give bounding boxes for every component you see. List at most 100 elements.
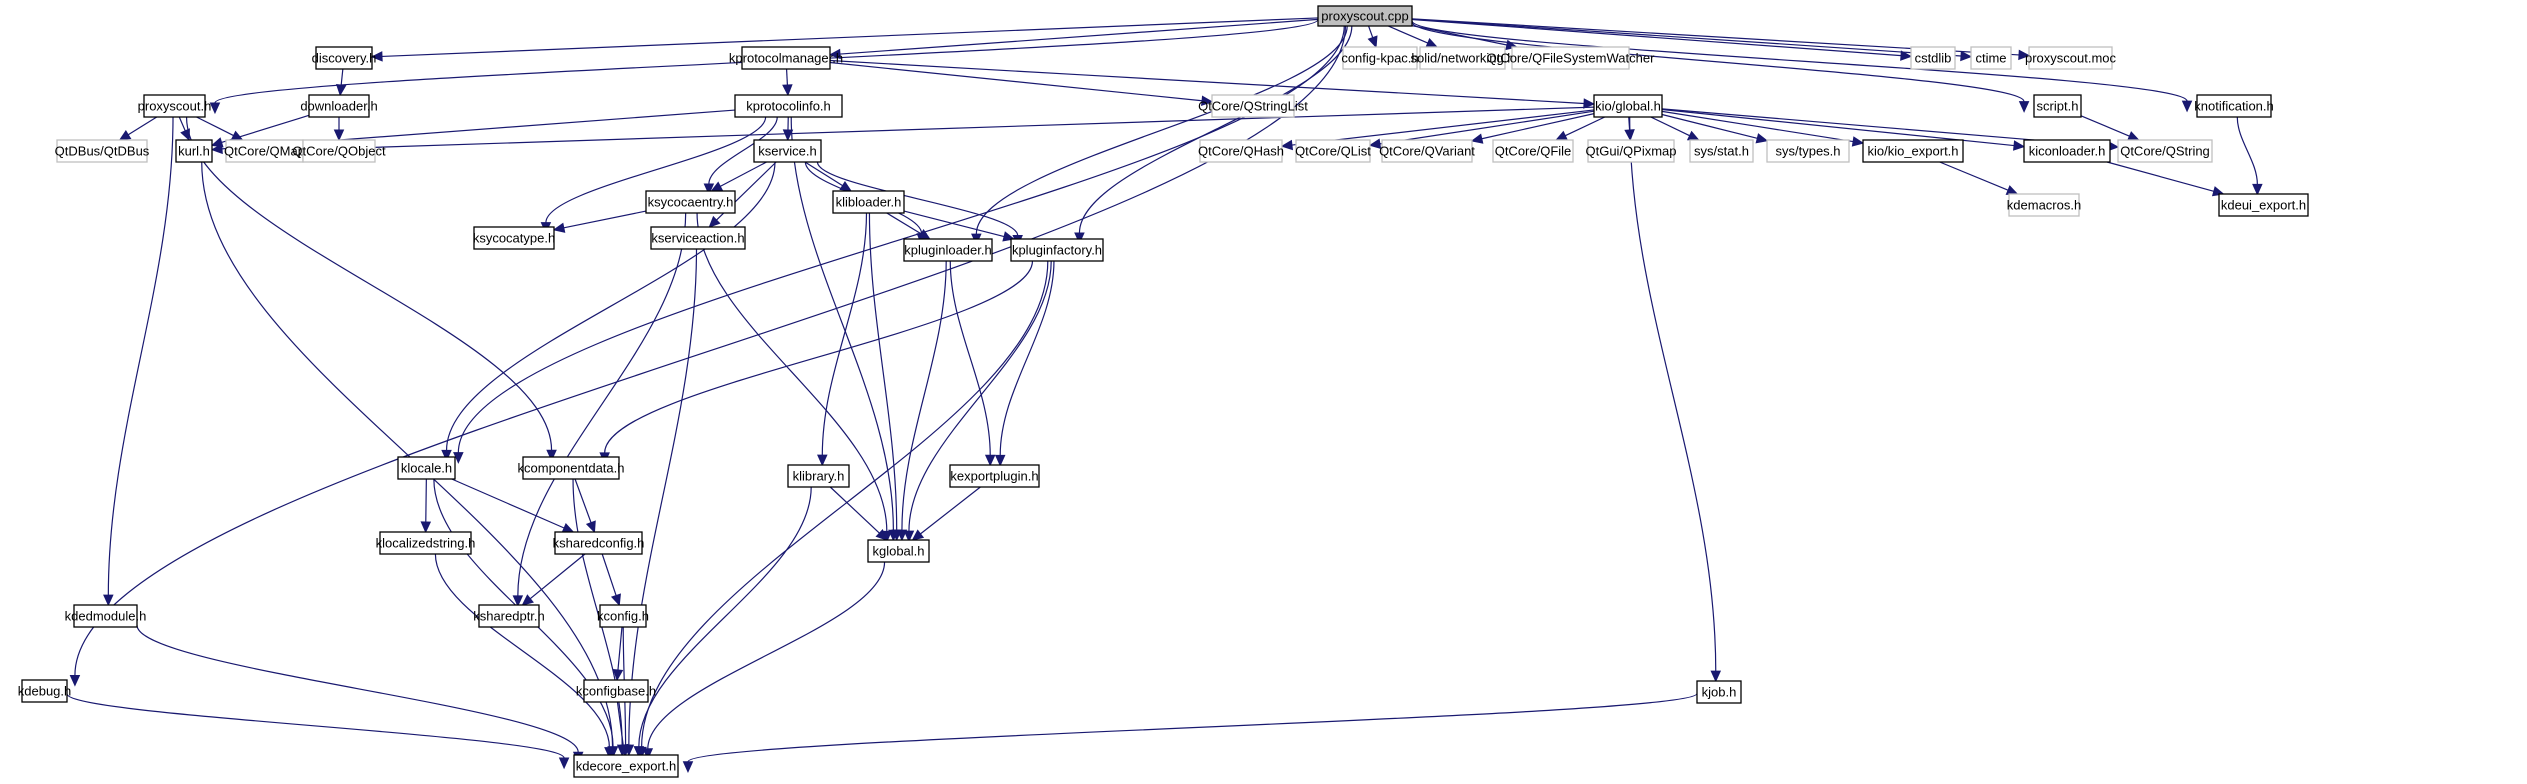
edge-line xyxy=(529,553,586,600)
node-label: QtCore/QObject xyxy=(292,144,386,159)
edge-kio_global_h-to-sys_stat_h xyxy=(1650,116,1700,141)
node-box xyxy=(1211,94,1295,118)
edge-kpluginfactory_h-to-kdecore_export_h xyxy=(636,260,1049,759)
node-klocalizedstring-h[interactable]: klocalizedstring.h xyxy=(376,531,476,555)
node-label: config-kpac.h xyxy=(1341,51,1418,66)
node-kdecore-export-h[interactable]: kdecore_export.h xyxy=(573,754,679,778)
node-proxyscout-h[interactable]: proxyscout.h xyxy=(138,94,212,118)
edge-klocale_h-to-ksharedconfig_h xyxy=(451,478,575,533)
edge-kjob_h-to-kdecore_export_h xyxy=(682,692,1698,774)
edge-kpluginfactory_h-to-kglobal_h xyxy=(903,260,1052,543)
edge-kpluginfactory_h-to-kexportplugin_h xyxy=(994,260,1055,467)
edge-line xyxy=(790,116,894,531)
edge-line xyxy=(604,260,1034,453)
node-kconfigbase-h[interactable]: kconfigbase.h xyxy=(576,679,656,703)
arrowhead-icon xyxy=(617,743,629,757)
arrowhead-icon xyxy=(558,757,570,770)
arrowhead-icon xyxy=(633,746,645,758)
node-label: QtCore/QHash xyxy=(1198,144,1284,159)
node-kexportplugin-h[interactable]: kexportplugin.h xyxy=(949,464,1040,488)
node-kdedmodule-h[interactable]: kdedmodule.h xyxy=(65,604,147,628)
edge-line xyxy=(901,260,947,531)
edge-proxyscout_cpp-to-klocale_h xyxy=(453,25,1345,464)
node-kpluginloader-h[interactable]: kpluginloader.h xyxy=(903,238,993,262)
node-kserviceaction-h[interactable]: kserviceaction.h xyxy=(650,226,746,250)
edge-proxyscout_cpp-to-ctime xyxy=(1411,18,1973,62)
node-label: kdemacros.h xyxy=(2007,198,2081,213)
edge-kio_global_h-to-sys_types_h xyxy=(1661,113,1769,144)
edge-kglobal_h-to-kdecore_export_h xyxy=(642,561,886,761)
edge-kconfigbase_h-to-kdecore_export_h xyxy=(616,701,629,757)
node-proxyscout-cpp[interactable]: proxyscout.cpp xyxy=(1317,5,1413,27)
node-klibloader-h[interactable]: klibloader.h xyxy=(832,190,905,214)
node-ksharedptr-h[interactable]: ksharedptr.h xyxy=(473,604,545,628)
edge-script_h-to-qstring xyxy=(2080,115,2140,141)
node-kdebug-h[interactable]: kdebug.h xyxy=(18,679,72,703)
node-sys-stat-h: sys/stat.h xyxy=(1689,139,1754,163)
arrowhead-icon xyxy=(1900,50,1913,61)
arrowhead-icon xyxy=(335,84,347,97)
node-kio-global-h[interactable]: kio/global.h xyxy=(1593,94,1663,118)
node-label: klocalizedstring.h xyxy=(376,536,476,551)
edge-discovery_h-to-downloader_h xyxy=(335,68,347,97)
node-label: sys/types.h xyxy=(1775,144,1840,159)
node-ksharedconfig-h[interactable]: ksharedconfig.h xyxy=(553,531,645,555)
node-qstring: QtCore/QString xyxy=(2117,139,2213,163)
node-label: kiconloader.h xyxy=(2029,144,2106,159)
node-kjob-h[interactable]: kjob.h xyxy=(1696,680,1742,704)
arrowhead-icon xyxy=(1367,35,1378,49)
edge-kio_global_h-to-kjob_h xyxy=(1629,116,1722,683)
node-downloader-h[interactable]: downloader.h xyxy=(300,94,378,118)
edge-klibrary_h-to-kdecore_export_h xyxy=(633,486,812,758)
node-label: cstdlib xyxy=(1915,51,1952,66)
node-kprotocolmanager-h[interactable]: kprotocolmanager.h xyxy=(729,46,843,70)
node-discovery-h[interactable]: discovery.h xyxy=(312,46,377,70)
node-knotification-h[interactable]: knotification.h xyxy=(2194,94,2274,118)
edge-line xyxy=(1939,161,2009,191)
node-box xyxy=(302,139,376,163)
node-script-h[interactable]: script.h xyxy=(2033,94,2082,118)
node-kiconloader-h[interactable]: kiconloader.h xyxy=(2023,139,2111,163)
node-box xyxy=(1342,46,1418,70)
node-box xyxy=(903,238,993,262)
edge-line xyxy=(804,161,843,187)
node-klibrary-h[interactable]: klibrary.h xyxy=(787,464,850,488)
edge-kdebug_h-to-kdecore_export_h xyxy=(66,693,570,770)
node-label: kconfig.h xyxy=(597,609,649,624)
edge-line xyxy=(903,210,1005,238)
arrowhead-icon xyxy=(994,454,1006,467)
node-kprotocolinfo-h[interactable]: kprotocolinfo.h xyxy=(734,94,843,118)
arrowhead-icon xyxy=(1583,98,1596,109)
node-kservice-h[interactable]: kservice.h xyxy=(753,139,822,163)
node-label: QtCore/QFileSystemWatcher xyxy=(1487,51,1656,66)
node-ksycocatype-h[interactable]: ksycocatype.h xyxy=(473,226,555,250)
node-label: QtCore/QFile xyxy=(1495,144,1572,159)
edge-ksycocaentry_h-to-ksharedptr_h xyxy=(512,212,687,608)
node-ksycocaentry-h[interactable]: ksycocaentry.h xyxy=(645,190,736,214)
node-kcomponentdata-h[interactable]: kcomponentdata.h xyxy=(518,456,625,480)
arrowhead-icon xyxy=(585,520,596,534)
node-box xyxy=(1593,94,1663,118)
node-kdeui-export-h[interactable]: kdeui_export.h xyxy=(2218,193,2309,217)
node-qtdbus: QtDBus/QtDBus xyxy=(55,139,150,163)
node-klocale-h[interactable]: klocale.h xyxy=(397,456,456,480)
node-qhash: QtCore/QHash xyxy=(1198,139,1284,163)
edge-line xyxy=(1368,25,1374,38)
node-kio-export-h[interactable]: kio/kio_export.h xyxy=(1862,139,1964,163)
node-kpluginfactory-h[interactable]: kpluginfactory.h xyxy=(1010,238,1104,262)
node-kconfig-h[interactable]: kconfig.h xyxy=(597,604,649,628)
arrowhead-icon xyxy=(512,595,524,608)
node-label: kpluginfactory.h xyxy=(1012,243,1102,258)
edge-line xyxy=(868,212,898,531)
node-qfilesystemwatcher: QtCore/QFileSystemWatcher xyxy=(1487,46,1656,70)
node-box xyxy=(949,464,1040,488)
edge-line xyxy=(2236,116,2258,185)
node-label: discovery.h xyxy=(312,51,377,66)
arrowhead-icon xyxy=(546,449,557,462)
arrowhead-icon xyxy=(1074,232,1085,245)
node-kglobal-h[interactable]: kglobal.h xyxy=(867,539,930,563)
node-qvariant: QtCore/QVariant xyxy=(1379,139,1475,163)
arrowhead-icon xyxy=(1280,139,1294,151)
edge-kio_global_h-to-kiconloader_h xyxy=(1661,108,2026,151)
node-kurl-h[interactable]: kurl.h xyxy=(175,139,213,163)
